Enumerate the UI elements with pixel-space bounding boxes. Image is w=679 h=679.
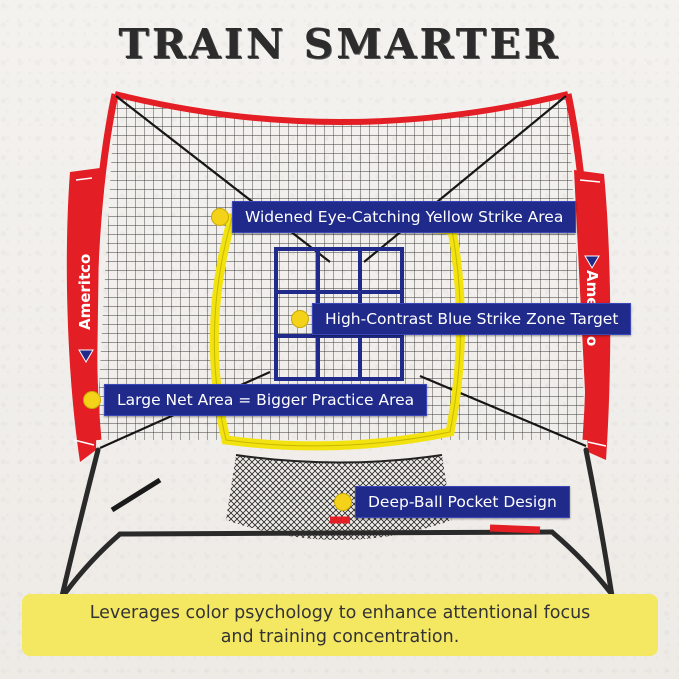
callout-marker [83,391,101,409]
callout-blue-strike-zone: High-Contrast Blue Strike Zone Target [312,303,632,335]
brand-name-left: Ameritco [76,254,94,330]
callout-deep-ball-pocket: Deep-Ball Pocket Design [355,486,570,518]
cross-rope [363,95,567,263]
footer-text: Leverages color psychology to enhance at… [89,603,591,647]
callout-label: Deep-Ball Pocket Design [368,493,557,511]
callout-marker [334,493,352,511]
callout-yellow-strike-area: Widened Eye-Catching Yellow Strike Area [232,201,577,233]
callout-large-net-area: Large Net Area = Bigger Practice Area [104,384,428,416]
callout-label: High-Contrast Blue Strike Zone Target [325,310,619,328]
cross-rope [419,374,587,448]
net-mesh [96,94,586,440]
brand-triangle-icon [78,349,94,363]
headline: TRAIN SMARTER [118,20,561,68]
brand-triangle-icon [584,255,600,269]
top-border [114,91,569,125]
callout-marker [211,208,229,226]
cross-rope [115,95,331,263]
callout-label: Widened Eye-Catching Yellow Strike Area [245,208,564,226]
callout-marker [291,310,309,328]
callout-label: Large Net Area = Bigger Practice Area [117,391,415,409]
footer-banner: Leverages color psychology to enhance at… [22,594,658,656]
base-frame [59,447,615,599]
left-brand: Ameritco [76,254,94,363]
